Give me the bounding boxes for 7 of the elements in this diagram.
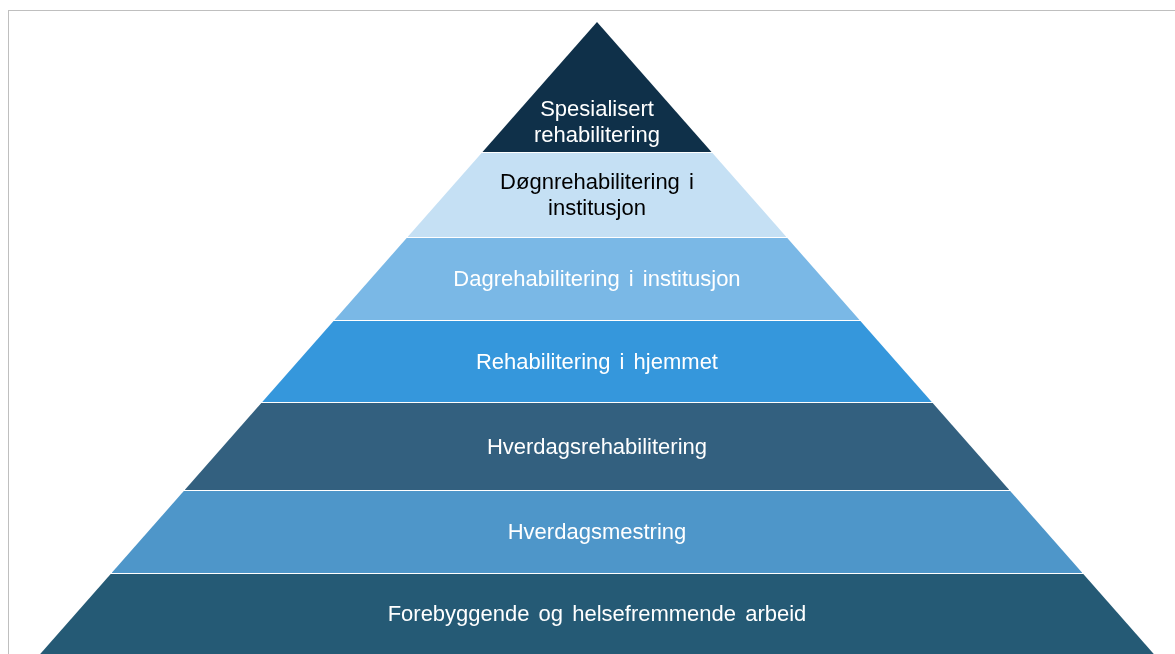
tier-label: Forebyggende og helsefremmende arbeid	[387, 601, 807, 627]
tier-label: Hverdagsrehabilitering	[486, 433, 708, 460]
tier-label: Spesialisert rehabilitering	[533, 96, 661, 148]
tier-label: Døgnrehabilitering i institusjon	[499, 169, 695, 221]
tier-label: Dagrehabilitering i institusjon	[453, 266, 741, 292]
tier-label: Rehabilitering i hjemmet	[476, 348, 718, 375]
tier-label: Hverdagsmestring	[507, 519, 687, 545]
